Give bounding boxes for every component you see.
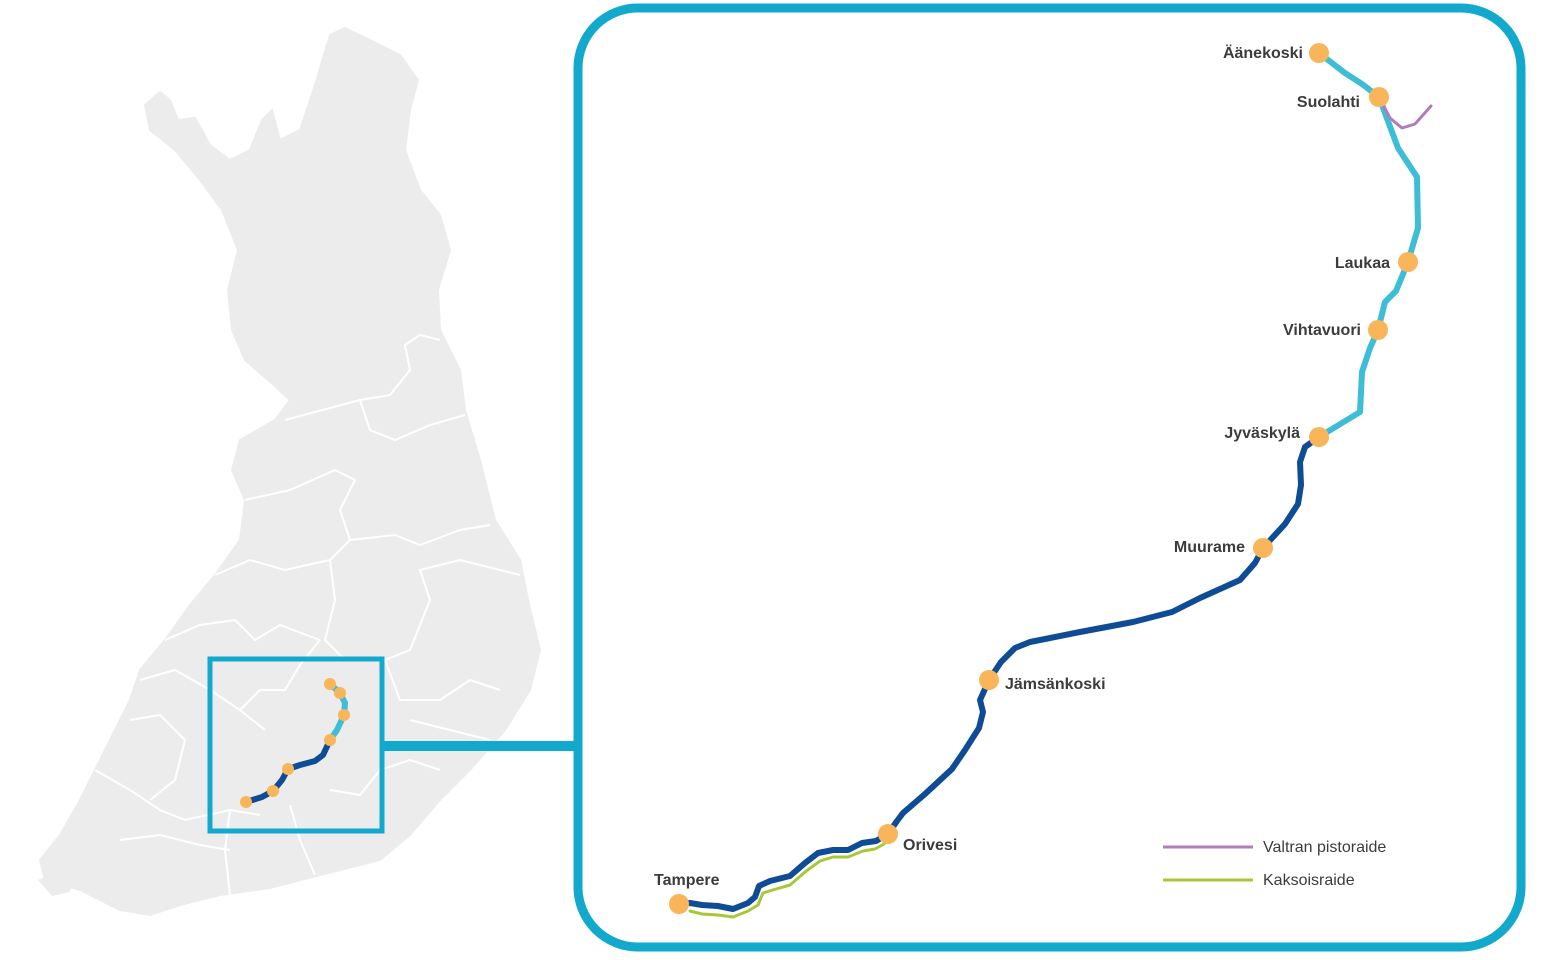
station-label-jamsankoski: Jämsänkoski bbox=[1005, 676, 1106, 693]
overview-station-jamsankoski bbox=[282, 763, 294, 775]
detail-stations bbox=[669, 43, 1418, 914]
main-track-south bbox=[676, 434, 1322, 912]
station-label-suolahti: Suolahti bbox=[1297, 94, 1360, 111]
overview-station-suolahti bbox=[334, 687, 346, 699]
overview-station-jyvaskyla bbox=[324, 734, 336, 746]
station-labels: Äänekoski Suolahti Laukaa Vihtavuori Jyv… bbox=[654, 44, 1390, 889]
station-label-muurame: Muurame bbox=[1174, 539, 1245, 556]
double-track-line bbox=[688, 842, 886, 919]
legend-label-valtra: Valtran pistoraide bbox=[1263, 839, 1386, 856]
station-label-laukaa: Laukaa bbox=[1335, 255, 1390, 272]
station-marker-orivesi bbox=[878, 824, 898, 844]
station-label-tampere: Tampere bbox=[654, 872, 720, 889]
valtra-spur-line bbox=[1377, 95, 1433, 130]
station-marker-suolahti bbox=[1369, 87, 1389, 107]
station-marker-tampere bbox=[669, 894, 689, 914]
finland-silhouette bbox=[38, 26, 542, 917]
station-label-vihtavuori: Vihtavuori bbox=[1283, 322, 1361, 339]
station-label-orivesi: Orivesi bbox=[903, 837, 957, 854]
station-marker-aanekoski bbox=[1309, 43, 1329, 63]
overview-station-aanekoski bbox=[324, 678, 336, 690]
overview-station-laukaa bbox=[338, 709, 350, 721]
overview-stations bbox=[240, 678, 350, 808]
overview-station-tampere bbox=[240, 796, 252, 808]
station-marker-jamsankoski bbox=[979, 670, 999, 690]
legend-label-double: Kaksoisraide bbox=[1263, 872, 1355, 889]
overview-station-orivesi bbox=[267, 785, 279, 797]
station-label-aanekoski: Äänekoski bbox=[1223, 44, 1303, 62]
overview-route bbox=[240, 678, 350, 808]
legend: Valtran pistoraide Kaksoisraide bbox=[1163, 839, 1386, 889]
detail-frame bbox=[573, 3, 1526, 952]
station-marker-vihtavuori bbox=[1368, 320, 1388, 340]
aland-islands bbox=[38, 872, 72, 896]
station-marker-jyvaskyla bbox=[1309, 427, 1329, 447]
station-marker-laukaa bbox=[1398, 252, 1418, 272]
finland-map bbox=[38, 26, 542, 917]
station-marker-muurame bbox=[1253, 538, 1273, 558]
station-label-jyvaskyla: Jyväskylä bbox=[1224, 425, 1300, 442]
